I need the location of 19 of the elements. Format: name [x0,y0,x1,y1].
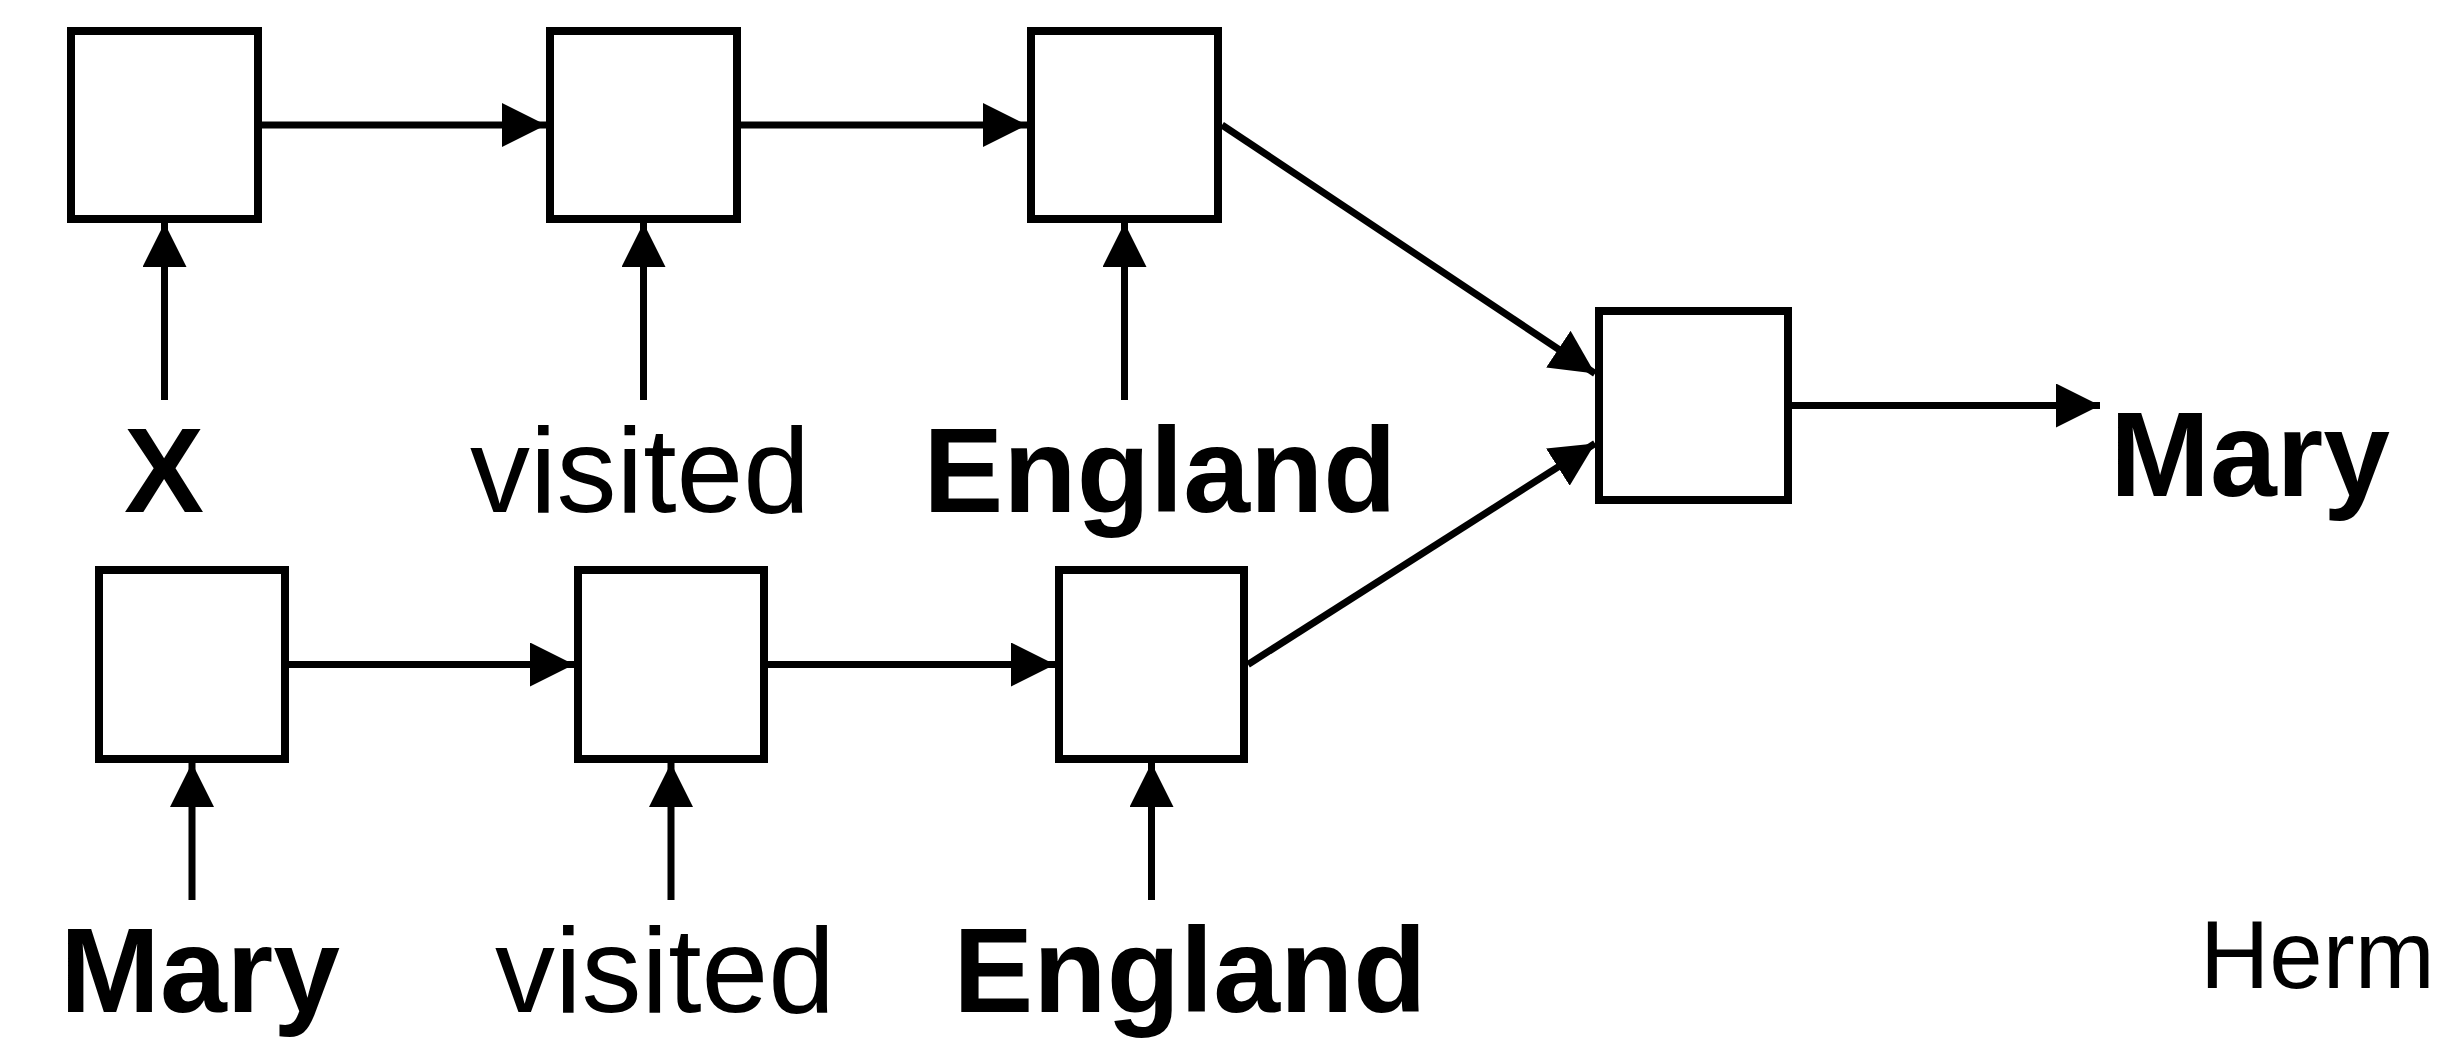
word: visited [455,900,875,1040]
empty-box [1027,27,1222,223]
empty-box [67,27,262,223]
word: Mary [2100,384,2400,524]
empty-box [546,27,741,223]
word: visited [430,400,850,540]
word: England [925,900,1455,1040]
arrow [289,642,574,687]
arrow [262,103,546,147]
citation-text: Herm [2200,900,2435,1010]
empty-box [95,566,289,763]
word: X [114,400,214,540]
empty-box [1055,566,1248,763]
word: Mary [20,900,380,1040]
empty-box [574,566,768,763]
arrow [768,642,1055,687]
empty-box [1595,307,1792,504]
word: England [900,400,1420,540]
arrow [741,103,1027,147]
